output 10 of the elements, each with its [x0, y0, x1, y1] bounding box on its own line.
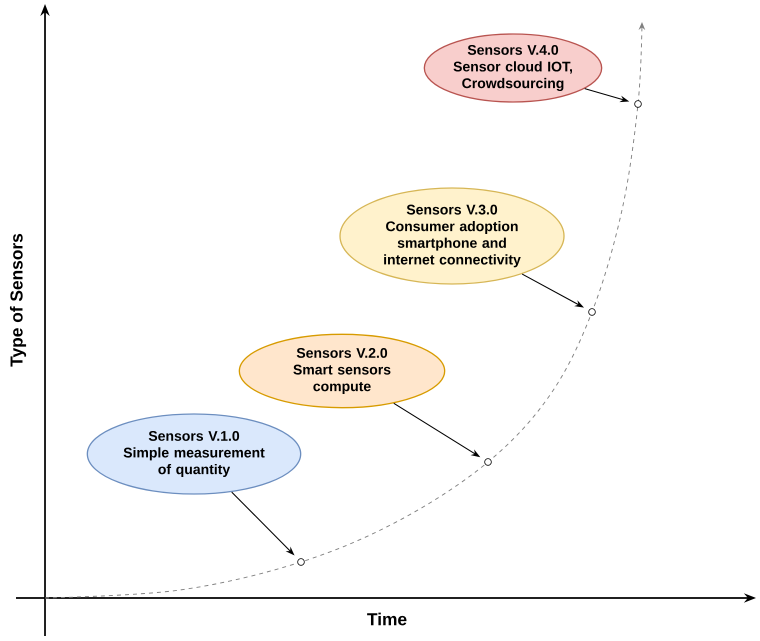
point-marker [484, 458, 492, 466]
ellipse-node: Sensors V.2.0 Smart sensors compute [238, 334, 446, 408]
axis-label: Time [367, 612, 406, 626]
ellipse-node: Sensors V.1.0 Simple measurement of quantity [86, 413, 302, 495]
point-marker [297, 558, 305, 566]
ellipse-node: Sensors V.4.0 Sensor cloud IOT, Crowdsourcing [424, 33, 602, 103]
axis-label: Type of Sensors [10, 234, 26, 367]
point-marker [634, 100, 642, 108]
point-marker [588, 308, 596, 316]
ellipse-node: Sensors V.3.0 Consumer adoption smartphone and internet connectivity [339, 187, 565, 285]
